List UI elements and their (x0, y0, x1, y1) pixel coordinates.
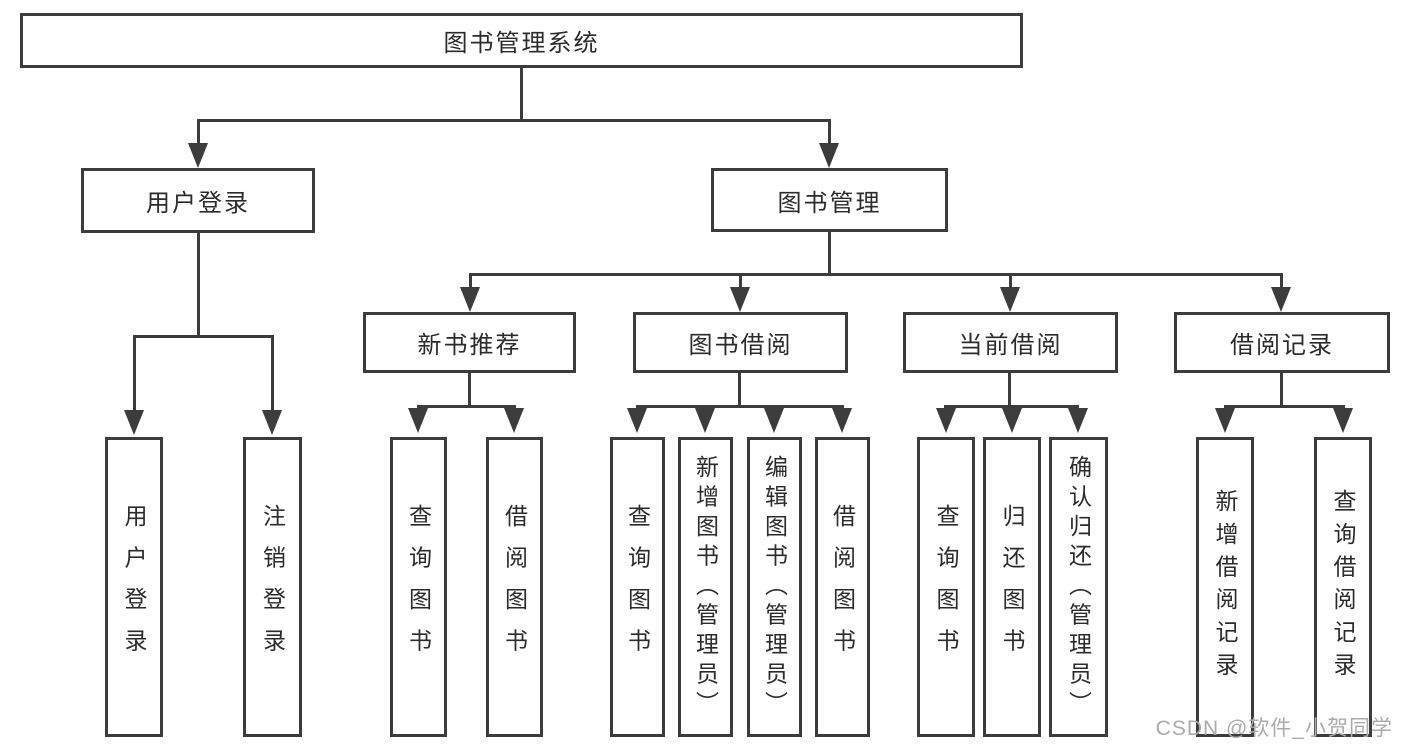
node-leaf-query-book-borrow-label: 查询图书 (624, 504, 651, 670)
node-leaf-add-book-admin-label: 新增图书（管理员） (692, 454, 719, 720)
node-library-system: 图书管理系统 (20, 13, 1023, 68)
arrowhead-icon (832, 408, 852, 433)
connector-leaf-drop (271, 335, 274, 412)
node-book-management-label: 图书管理 (777, 189, 882, 217)
node-leaf-return-book-label: 归还图书 (999, 504, 1025, 670)
node-leaf-edit-book-admin-label: 编辑图书（管理员） (761, 454, 788, 720)
connector-book-borrow-rail (636, 405, 844, 408)
arrowhead-icon (504, 408, 524, 433)
connector-leaf-drop (1009, 273, 1012, 289)
arrowhead-icon (1271, 287, 1291, 312)
arrowhead-icon (627, 408, 647, 433)
arrowhead-icon (1068, 408, 1088, 433)
node-leaf-query-book-recommend: 查询图书 (390, 437, 447, 737)
node-leaf-borrow-book-label: 借阅图书 (829, 504, 856, 670)
node-new-book-recommend: 新书推荐 (363, 312, 576, 373)
node-borrow-record-label: 借阅记录 (1230, 332, 1334, 359)
arrowhead-icon (764, 408, 784, 433)
node-leaf-query-borrow-record: 查询借阅记录 (1314, 437, 1372, 737)
node-book-borrow: 图书借阅 (633, 312, 848, 373)
connector-new-book-stem (468, 373, 471, 408)
node-leaf-query-book-borrow: 查询图书 (610, 437, 665, 737)
arrowhead-icon (262, 410, 282, 435)
connector-user-login-drop (197, 119, 200, 146)
node-leaf-borrow-book: 借阅图书 (815, 437, 870, 737)
node-leaf-edit-book-admin: 编辑图书（管理员） (747, 437, 802, 737)
node-user-login-label: 用户登录 (146, 190, 250, 217)
node-borrow-record: 借阅记录 (1174, 312, 1390, 373)
arrowhead-icon (730, 287, 750, 312)
node-leaf-add-borrow-record-label: 新增借阅记录 (1212, 489, 1238, 685)
csdn-watermark: CSDN @软件_小贺同学 (1155, 717, 1393, 740)
connector-book-mgmt-drop (828, 119, 831, 146)
node-current-borrow-label: 当前借阅 (958, 332, 1063, 359)
node-leaf-borrow-book-recommend: 借阅图书 (486, 437, 543, 737)
node-current-borrow: 当前借阅 (903, 312, 1118, 373)
arrowhead-icon (1215, 408, 1235, 433)
connector-leaf-drop (739, 273, 742, 289)
connector-new-book-rail (417, 405, 516, 408)
node-leaf-confirm-return-admin: 确认归还（管理员） (1049, 437, 1108, 737)
node-book-borrow-label: 图书借阅 (688, 332, 793, 359)
connector-root-stem (520, 68, 523, 119)
node-leaf-borrow-book-recommend-label: 借阅图书 (501, 504, 528, 670)
node-leaf-add-borrow-record: 新增借阅记录 (1196, 437, 1254, 737)
node-leaf-query-book-recommend-label: 查询图书 (405, 504, 432, 670)
node-user-login: 用户登录 (81, 168, 315, 233)
connector-leaf-drop (133, 335, 136, 412)
arrowhead-icon (819, 143, 839, 168)
connector-borrow-record-stem (1280, 373, 1283, 408)
arrowhead-icon (936, 408, 956, 433)
connector-leaf-drop (1280, 273, 1283, 289)
arrowhead-icon (1000, 287, 1020, 312)
connector-user-login-rail (133, 335, 274, 338)
node-leaf-user-login: 用户登录 (105, 437, 163, 737)
connector-level3-rail (469, 273, 1283, 276)
node-leaf-query-borrow-record-label: 查询借阅记录 (1330, 489, 1356, 685)
connector-current-borrow-rail (944, 405, 1079, 408)
node-leaf-query-book-current-label: 查询图书 (933, 504, 959, 670)
connector-user-login-stem (197, 233, 200, 335)
node-leaf-logout: 注销登录 (243, 437, 302, 737)
arrowhead-icon (188, 143, 208, 168)
connector-book-mgmt-stem (828, 232, 831, 274)
node-leaf-logout-label: 注销登录 (259, 504, 286, 670)
arrowhead-icon (408, 408, 428, 433)
node-leaf-add-book-admin: 新增图书（管理员） (678, 437, 733, 737)
arrowhead-icon (1333, 408, 1353, 433)
connector-book-borrow-stem (738, 373, 741, 408)
arrowhead-icon (460, 287, 480, 312)
connector-leaf-drop (469, 273, 472, 289)
node-leaf-confirm-return-admin-label: 确认归还（管理员） (1065, 454, 1092, 720)
node-new-book-recommend-label: 新书推荐 (417, 332, 522, 359)
node-leaf-user-login-label: 用户登录 (121, 504, 147, 670)
connector-level2-rail (197, 119, 831, 122)
connector-current-borrow-stem (1008, 373, 1011, 408)
node-book-management: 图书管理 (711, 168, 948, 232)
node-leaf-return-book: 归还图书 (983, 437, 1041, 737)
arrowhead-icon (1002, 408, 1022, 433)
node-library-system-label: 图书管理系统 (443, 30, 600, 57)
arrowhead-icon (695, 408, 715, 433)
connector-borrow-record-rail (1224, 405, 1345, 408)
node-leaf-query-book-current: 查询图书 (917, 437, 975, 737)
arrowhead-icon (124, 410, 144, 435)
